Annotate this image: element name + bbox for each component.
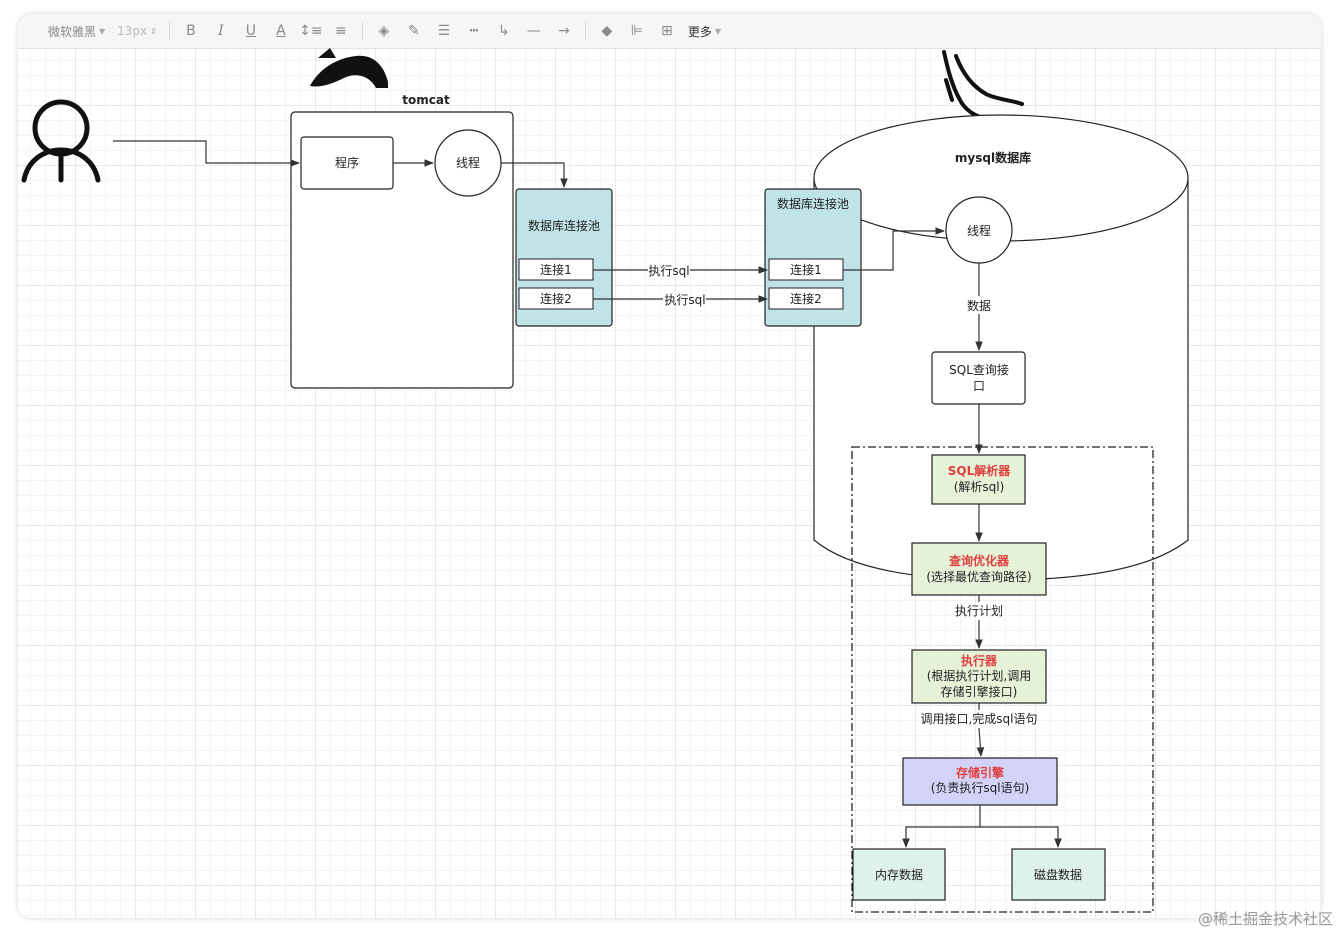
thread-label-mysql: 线程	[967, 223, 991, 238]
arrow-thread-to-pool	[501, 162, 568, 188]
arrow-conn-to-thread	[843, 227, 945, 271]
executor-sub2: 存储引擎接口)	[941, 684, 1018, 699]
bold-icon[interactable]: B	[186, 23, 196, 39]
memory-data-box[interactable]	[852, 848, 946, 901]
connector-style-icon[interactable]: ↳	[498, 23, 510, 39]
mysql-label: mysql数据库	[955, 150, 1031, 165]
pool-left-title: 数据库连接池	[528, 218, 600, 233]
executor-box[interactable]	[911, 649, 1047, 704]
pool-right-title: 数据库连接池	[777, 196, 849, 211]
insert-icon[interactable]: ⊞	[661, 23, 673, 39]
optimizer-title: 查询优化器	[948, 553, 1010, 568]
stepper-icon: ⇕	[150, 26, 157, 36]
executor-sub1: (根据执行计划,调用	[927, 669, 1032, 683]
line-height-icon[interactable]: ↕≡	[299, 23, 323, 39]
program-label: 程序	[335, 155, 359, 170]
arrange-icon[interactable]: ⊫	[630, 23, 643, 39]
fill-color-icon[interactable]: ◈	[378, 23, 390, 39]
exec-sql-label-2: 执行sql	[664, 293, 705, 307]
connectors	[113, 140, 1062, 848]
arrow-style-icon[interactable]: →	[558, 23, 570, 39]
sql-query-interface-box[interactable]	[931, 351, 1026, 405]
chevron-down-icon: ▼	[99, 26, 106, 36]
toolbar-divider	[584, 22, 586, 40]
sql-interface-line2: 口	[973, 379, 985, 393]
parser-sub: (解析sql)	[954, 480, 1005, 494]
font-color-icon[interactable]: A	[276, 23, 286, 39]
conn2-right-label: 连接2	[790, 291, 822, 306]
line-color-icon[interactable]: ✎	[408, 23, 420, 39]
conn1-left-label: 连接1	[540, 262, 572, 277]
font-size-value: 13px	[117, 24, 148, 38]
arrow-engine-to-disk	[980, 826, 1062, 848]
exec-sql-label-1: 执行sql	[648, 264, 689, 278]
conn2-left-label: 连接2	[540, 291, 572, 306]
exec-plan-label: 执行计划	[955, 604, 1003, 618]
mysql-dolphin-icon	[942, 50, 1024, 118]
executor-title: 执行器	[961, 653, 998, 668]
engine-sub: (负责执行sql语句)	[931, 781, 1030, 795]
query-optimizer-box[interactable]	[911, 542, 1047, 596]
user-icon	[21, 99, 101, 183]
line-style-icon[interactable]: ┅	[469, 23, 479, 39]
toolbar: 微软雅黑 ▼ 13px ⇕ B I U A ↕≡ ≡ ◈ ✎ ☰ ┅ ↳ — →…	[18, 14, 1321, 49]
arrow-user-to-program	[113, 140, 300, 167]
sql-interface-line1: SQL查询接	[949, 362, 1009, 377]
toolbar-divider	[168, 22, 170, 40]
align-icon[interactable]: ≡	[335, 23, 347, 39]
disk-data-label: 磁盘数据	[1034, 867, 1082, 882]
watermark: @稀土掘金技术社区	[1197, 910, 1333, 928]
conn1-right-label: 连接1	[790, 262, 822, 277]
tomcat-logo-icon	[310, 48, 388, 88]
disk-data-box[interactable]	[1011, 848, 1106, 901]
data-label: 数据	[967, 298, 991, 313]
call-interface-label: 调用接口,完成sql语句	[920, 711, 1037, 726]
line-type-icon[interactable]: —	[526, 23, 541, 39]
engine-title: 存储引擎	[955, 765, 1004, 780]
arrow-engine-to-memory	[902, 805, 981, 848]
line-width-icon[interactable]: ☰	[437, 23, 451, 39]
font-family-value: 微软雅黑	[48, 24, 97, 39]
memory-data-label: 内存数据	[875, 867, 923, 882]
font-family-select[interactable]: 微软雅黑 ▼	[18, 14, 111, 48]
optimizer-sub: (选择最优查询路径)	[926, 569, 1031, 584]
layers-icon[interactable]: ◆	[601, 23, 613, 39]
italic-icon[interactable]: I	[218, 23, 224, 39]
mysql-server-region	[851, 446, 1154, 913]
thread-label-tomcat: 线程	[456, 155, 480, 170]
underline-icon[interactable]: U	[245, 23, 256, 39]
chevron-down-icon: ▼	[714, 26, 722, 36]
tomcat-label: tomcat	[402, 93, 450, 107]
more-label: 更多	[687, 24, 712, 39]
toolbar-divider	[361, 22, 363, 40]
arrow-executor-to-engine	[979, 703, 981, 756]
font-size-select[interactable]: 13px ⇕	[111, 14, 163, 48]
more-menu[interactable]: 更多 ▼	[682, 14, 727, 48]
sql-parser-box[interactable]	[931, 454, 1026, 505]
parser-title: SQL解析器	[948, 463, 1011, 478]
